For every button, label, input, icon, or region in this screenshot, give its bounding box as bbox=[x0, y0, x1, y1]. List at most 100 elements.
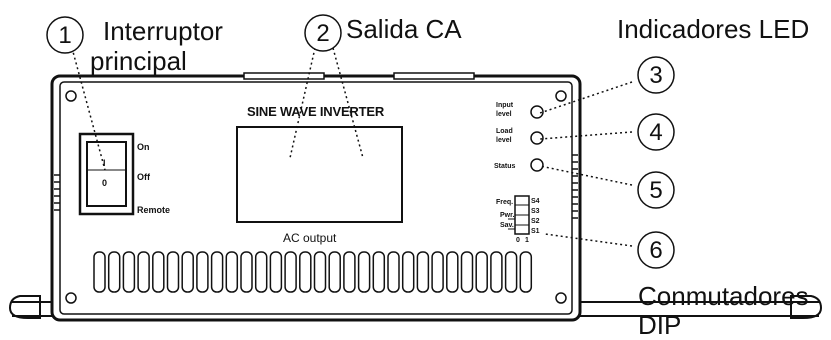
callout-2-label: Salida CA bbox=[346, 14, 462, 44]
vent-slot bbox=[328, 251, 341, 293]
led-load-label-1: Load bbox=[496, 128, 513, 135]
vent-slot bbox=[93, 251, 106, 293]
led-load-label-2: level bbox=[496, 137, 512, 144]
callout-1: 1 bbox=[46, 16, 84, 54]
top-tab-right bbox=[393, 72, 475, 80]
dip-switch-block bbox=[514, 195, 530, 235]
leader-5 bbox=[539, 165, 633, 186]
vent-slot bbox=[431, 251, 444, 293]
vent-slot bbox=[343, 251, 356, 293]
callout-6-circle bbox=[637, 231, 675, 269]
led-input bbox=[530, 105, 544, 119]
callout-5-circle bbox=[637, 171, 675, 209]
vent-slot bbox=[357, 251, 371, 293]
leader-2b bbox=[332, 47, 364, 159]
vent-slot bbox=[137, 251, 150, 293]
led-input-label-1: Input bbox=[496, 102, 514, 109]
led-status bbox=[530, 158, 544, 172]
switch-label-on: On bbox=[137, 142, 150, 152]
vent-slot bbox=[122, 251, 136, 293]
leader-3 bbox=[539, 81, 633, 114]
screw-top-left bbox=[65, 90, 77, 102]
vent-slot bbox=[401, 251, 415, 293]
callout-4-number: 4 bbox=[649, 119, 662, 146]
callout-4-circle bbox=[637, 113, 675, 151]
callout-3-label: Indicadores LED bbox=[617, 14, 809, 44]
leader-1 bbox=[71, 47, 106, 171]
vent-slot bbox=[313, 251, 327, 293]
vent-slot bbox=[196, 251, 209, 293]
left-side-vents bbox=[54, 174, 60, 211]
callout-2: 2 bbox=[304, 14, 342, 52]
vent-slot bbox=[107, 251, 121, 293]
led-load bbox=[530, 131, 544, 145]
screw-top-right bbox=[555, 90, 567, 102]
callout-5-number: 5 bbox=[649, 177, 662, 204]
switch-label-off: Off bbox=[137, 172, 151, 182]
callout-6: 6 bbox=[637, 231, 675, 269]
dip-s2-label: S2 bbox=[531, 218, 540, 225]
top-tab-left bbox=[243, 72, 325, 80]
vent-slot bbox=[284, 251, 297, 293]
callout-6-label-line2: DIP bbox=[638, 310, 681, 340]
callout-2-circle bbox=[304, 14, 342, 52]
dip-s3-label: S3 bbox=[531, 208, 540, 215]
vent-slot bbox=[490, 251, 503, 293]
callout-4: 4 bbox=[637, 113, 675, 151]
vent-slot bbox=[166, 251, 180, 293]
vent-slot bbox=[254, 251, 268, 293]
callout-3-number: 3 bbox=[649, 62, 662, 89]
leader-lines bbox=[71, 47, 633, 247]
vent-slot bbox=[152, 251, 165, 293]
screw-bottom-right bbox=[555, 292, 567, 304]
leader-4 bbox=[539, 131, 633, 140]
callout-1-label-line1: Interruptor bbox=[103, 16, 223, 46]
vent-slot bbox=[240, 251, 253, 293]
dip-zero-label: 0 bbox=[516, 237, 520, 244]
vent-slot bbox=[225, 251, 239, 293]
callout-5: 5 bbox=[637, 171, 675, 209]
left-foot bbox=[8, 295, 41, 319]
vent-slot bbox=[210, 251, 224, 293]
callout-6-label-line1: Conmutadores bbox=[638, 281, 809, 311]
callout-3: 3 bbox=[637, 56, 675, 94]
vent-slot bbox=[460, 251, 474, 293]
dip-s4-label: S4 bbox=[531, 198, 540, 205]
vent-slot bbox=[269, 251, 283, 293]
vent-slot bbox=[446, 251, 459, 293]
dip-freq-label: Freq. bbox=[496, 199, 513, 206]
led-status-label: Status bbox=[494, 163, 516, 170]
dip-sav-label: Sav. bbox=[500, 222, 514, 229]
ac-output-label: AC output bbox=[283, 231, 337, 245]
callout-6-number: 6 bbox=[649, 237, 662, 264]
callout-1-label-line2: principal bbox=[90, 46, 187, 76]
dip-pwr-label: Pwr. bbox=[500, 212, 514, 219]
switch-symbol-on: I bbox=[103, 158, 106, 168]
right-foot bbox=[790, 295, 823, 319]
switch-symbol-off: 0 bbox=[102, 178, 107, 188]
ac-output-window bbox=[236, 126, 403, 223]
callout-2-number: 2 bbox=[316, 20, 329, 47]
right-side-vents bbox=[572, 154, 578, 219]
led-input-label-2: level bbox=[496, 111, 512, 118]
dip-s1-label: S1 bbox=[531, 228, 540, 235]
vent-slot bbox=[299, 251, 312, 293]
switch-label-remote: Remote bbox=[137, 205, 170, 215]
main-switch: I 0 bbox=[78, 132, 135, 216]
dip-one-label: 1 bbox=[525, 237, 529, 244]
callout-1-circle bbox=[46, 16, 84, 54]
panel-title: SINE WAVE INVERTER bbox=[247, 104, 385, 119]
screw-bottom-left bbox=[65, 292, 77, 304]
vent-slot bbox=[416, 251, 430, 293]
ventilation-slots bbox=[93, 251, 533, 293]
vent-slot bbox=[519, 251, 533, 293]
vent-slot bbox=[181, 251, 194, 293]
vent-slot bbox=[387, 251, 400, 293]
vent-slot bbox=[504, 251, 518, 293]
leader-2a bbox=[289, 47, 316, 159]
vent-slot bbox=[475, 251, 488, 293]
callout-3-circle bbox=[637, 56, 675, 94]
vent-slot bbox=[372, 251, 386, 293]
callout-1-number: 1 bbox=[58, 22, 71, 49]
